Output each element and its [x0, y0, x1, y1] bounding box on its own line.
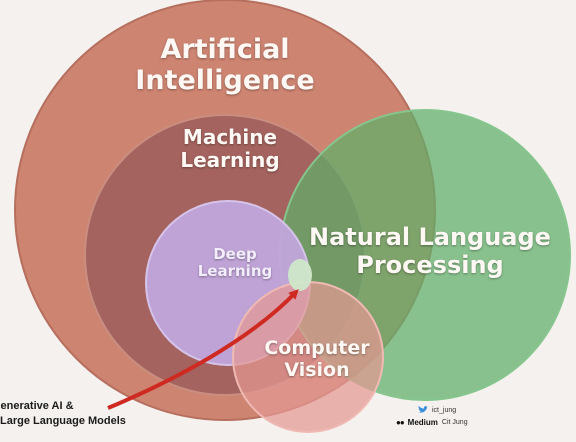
annotation-line-1: Generative AI & [0, 400, 74, 412]
medium-author: Cit Jung [441, 418, 468, 426]
credits: ict_jung ●● Medium Cit Jung [396, 404, 486, 428]
twitter-handle: ict_jung [432, 406, 457, 414]
medium-word: Medium [407, 417, 438, 427]
nlp-label: Natural Language Processing [309, 223, 551, 279]
twitter-bird-icon [418, 406, 428, 413]
dl-label: Deep Learning [197, 245, 273, 281]
annotation-line-2: Large Language Models [0, 414, 126, 427]
medium-credit: ●● Medium Cit Jung [396, 416, 486, 428]
ml-label: Machine Learning [180, 125, 280, 172]
ai-label: Artificial Intelligence [135, 34, 315, 97]
twitter-credit: ict_jung [396, 404, 486, 416]
genai-annotation: Generative AI & Large Language Models [0, 399, 130, 429]
genai-intersection [288, 259, 312, 291]
genai-arrow [107, 289, 299, 410]
medium-logo-icon: ●● [396, 417, 405, 427]
cv-label: Computer Vision [264, 337, 370, 381]
